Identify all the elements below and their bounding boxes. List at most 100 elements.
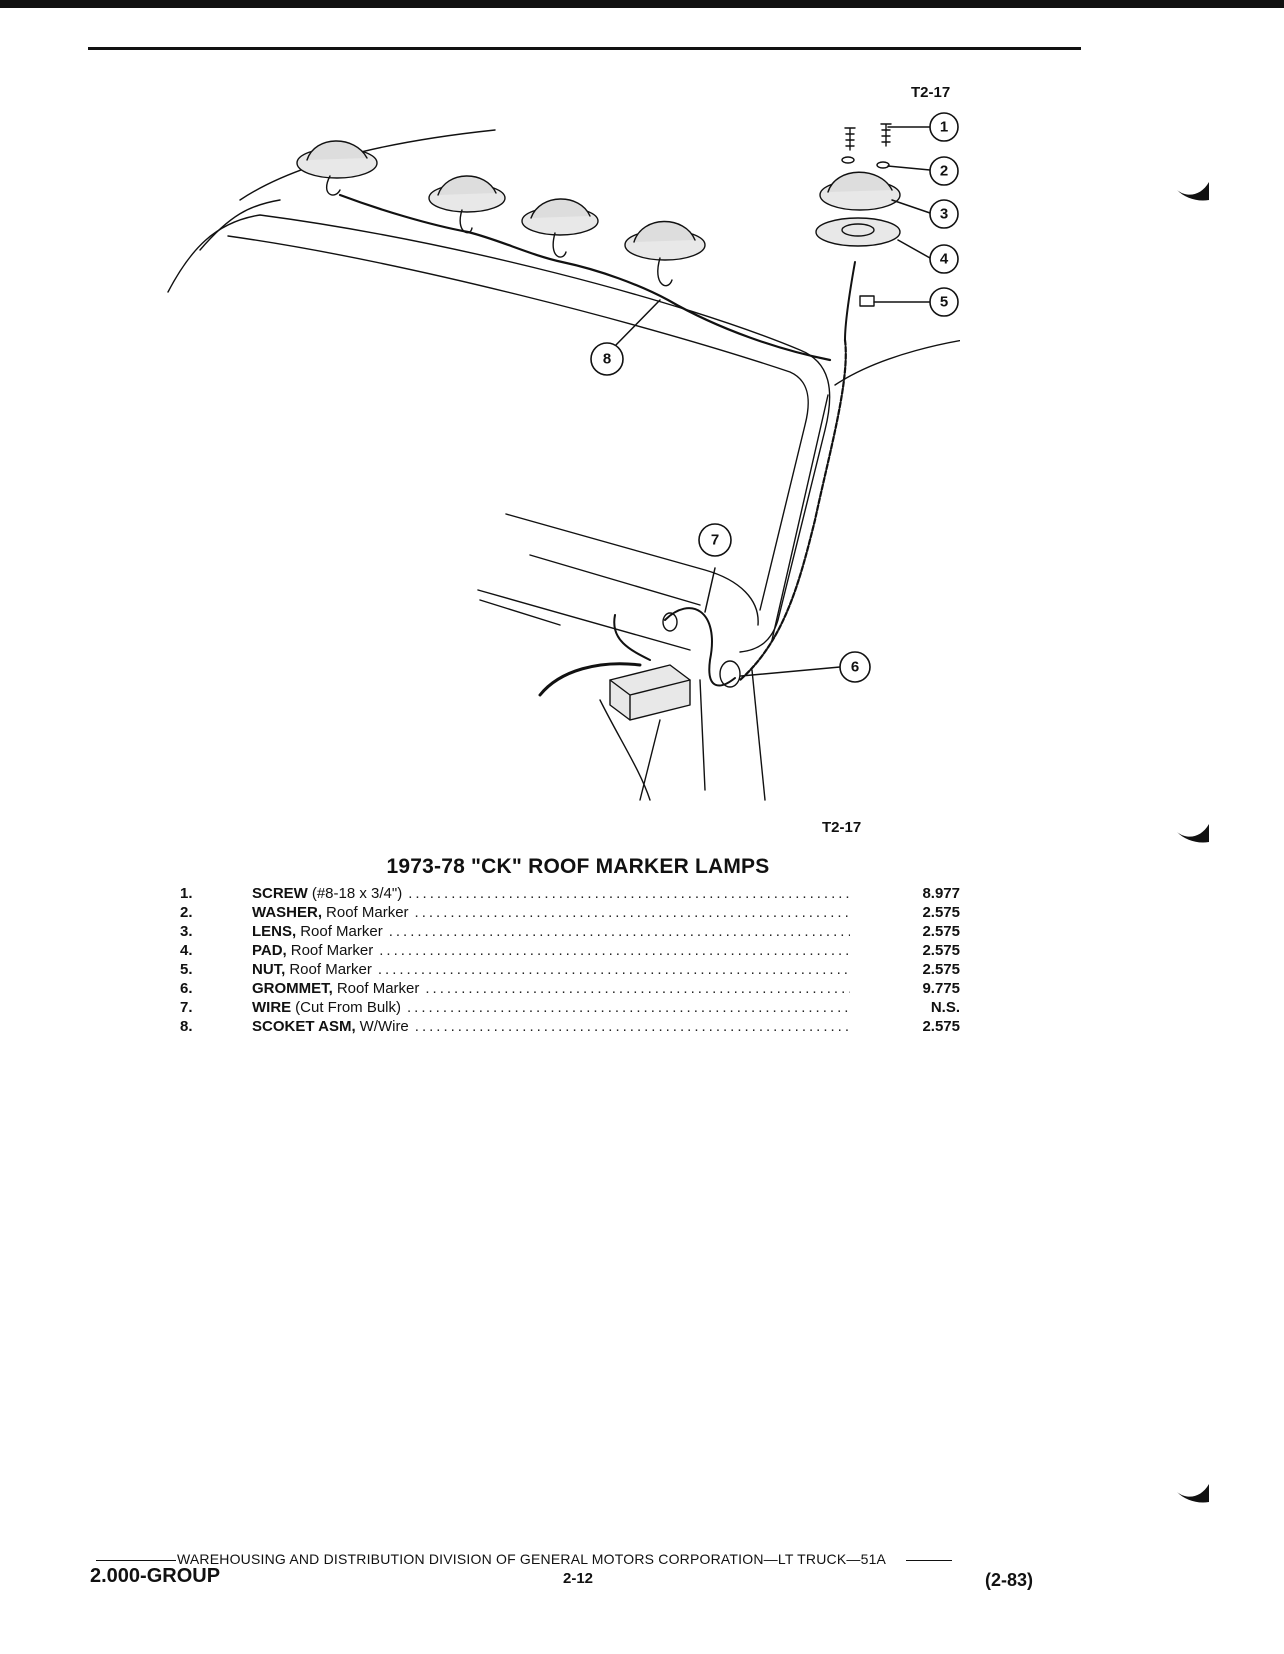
lower-panel-4	[639, 719, 661, 801]
part-group-number: 2.575	[922, 942, 960, 959]
dot-leader	[415, 1017, 850, 1036]
part-number: 5.	[180, 961, 193, 978]
part-name: NUT,	[252, 961, 286, 978]
callout-label-8: 8	[603, 351, 611, 368]
dot-leader	[378, 960, 850, 979]
binder-hole-mark	[1177, 824, 1209, 843]
part-spec: W/Wire	[359, 1018, 409, 1035]
parts-section-title: 1973-78 "CK" ROOF MARKER LAMPS	[386, 855, 770, 878]
leader-4	[897, 239, 931, 259]
bundle-wire-2	[613, 614, 651, 661]
fender-line	[771, 394, 829, 641]
dash-line-3	[477, 589, 691, 651]
lower-panel	[599, 699, 651, 801]
roof-marker-lamps-illustration: 1 2 3 4 5 6 7 8	[167, 112, 960, 801]
dash-line-4	[479, 599, 561, 626]
parts-row: 7. WIRE (Cut From Bulk) N.S.	[180, 998, 960, 1017]
connector-block	[609, 664, 691, 721]
exploded-pad	[815, 217, 901, 247]
dot-leader	[407, 998, 850, 1017]
pillar	[834, 339, 960, 386]
part-number: 8.	[180, 1018, 193, 1035]
callout-circle-8	[590, 342, 624, 376]
dot-leader	[379, 941, 850, 960]
part-number: 1.	[180, 885, 193, 902]
header-rule	[88, 47, 1081, 50]
callout-label-1: 1	[940, 119, 948, 136]
callout-label-3: 3	[940, 206, 948, 223]
exploded-lens	[819, 171, 901, 211]
part-name: WASHER,	[252, 904, 323, 921]
lower-panel-3	[751, 669, 766, 801]
part-description: LENS, Roof Marker	[252, 922, 898, 941]
roof-front-edge	[199, 199, 281, 251]
dot-leader	[415, 903, 850, 922]
part-description: PAD, Roof Marker	[252, 941, 898, 960]
part-name: PAD,	[252, 942, 287, 959]
part-number: 2.	[180, 904, 193, 921]
part-description: WIRE (Cut From Bulk)	[252, 998, 898, 1017]
part-spec: (#8-18 x 3/4")	[311, 885, 403, 902]
callout-circle-1	[929, 112, 959, 142]
footer-rule	[96, 1559, 176, 1561]
leader-2	[887, 165, 931, 171]
part-name: WIRE	[252, 999, 292, 1016]
part-spec: Roof Marker	[300, 923, 383, 940]
exploded-nut	[859, 295, 875, 307]
part-group-number: N.S.	[930, 999, 960, 1016]
leader-8	[612, 299, 661, 349]
figure-code-top: T2-17	[911, 84, 951, 101]
callout-circle-3	[929, 199, 959, 229]
windshield-inner	[227, 235, 809, 611]
part-spec: Roof Marker	[326, 904, 409, 921]
marker-lamp-3	[521, 198, 599, 258]
binder-hole-mark	[1177, 1484, 1209, 1503]
parts-row: 3. LENS, Roof Marker 2.575	[180, 922, 960, 941]
parts-row: 1. SCREW (#8-18 x 3/4") 8.977	[180, 884, 960, 903]
part-description: GROMMET, Roof Marker	[252, 979, 898, 998]
parts-row: 4. PAD, Roof Marker 2.575	[180, 941, 960, 960]
parts-row: 8. SCOKET ASM, W/Wire 2.575	[180, 1017, 960, 1036]
footer-rule	[906, 1559, 953, 1561]
grommet	[719, 660, 741, 688]
part-group-number: 2.575	[922, 1018, 960, 1035]
part-name: SCREW	[252, 885, 308, 902]
dash-top	[505, 513, 759, 626]
callout-label-2: 2	[940, 163, 948, 180]
bundle-wire	[538, 662, 642, 697]
roof-harness	[338, 193, 832, 362]
callout-circle-4	[929, 244, 959, 274]
callout-circle-7	[698, 523, 732, 557]
dot-leader	[389, 922, 850, 941]
part-spec: Roof Marker	[289, 961, 372, 978]
wire-eyelet	[662, 612, 678, 632]
footer-page-number: 2-12	[563, 1570, 594, 1587]
callout-label-6: 6	[851, 659, 859, 676]
part-description: WASHER, Roof Marker	[252, 903, 898, 922]
part-description: SCREW (#8-18 x 3/4")	[252, 884, 898, 903]
parts-row: 5. NUT, Roof Marker 2.575	[180, 960, 960, 979]
callout-label-5: 5	[940, 294, 948, 311]
footer-group-label: 2.000-GROUP	[90, 1565, 221, 1587]
part-group-number: 2.575	[922, 923, 960, 940]
footer-revision-date: (2-83)	[985, 1570, 1034, 1590]
parts-row: 6. GROMMET, Roof Marker 9.775	[180, 979, 960, 998]
part-group-number: 2.575	[922, 904, 960, 921]
part-group-number: 8.977	[922, 885, 960, 902]
footer-publisher-text: WAREHOUSING AND DISTRIBUTION DIVISION OF…	[177, 1551, 887, 1567]
callout-circle-2	[929, 156, 959, 186]
marker-lamp-2	[428, 175, 506, 234]
pillar-harness	[738, 338, 847, 682]
leader-7	[704, 567, 716, 613]
part-number: 4.	[180, 942, 193, 959]
binder-hole-mark	[1177, 182, 1209, 201]
callout-label-4: 4	[940, 251, 949, 268]
figure-code-bottom: T2-17	[822, 819, 862, 836]
part-name: SCOKET ASM,	[252, 1018, 356, 1035]
part-spec: (Cut From Bulk)	[295, 999, 402, 1016]
footer-publisher-line: WAREHOUSING AND DISTRIBUTION DIVISION OF…	[96, 1551, 953, 1567]
marker-lamp-1	[296, 140, 378, 196]
callout-label-7: 7	[711, 532, 719, 549]
marker-lamp-4	[624, 220, 706, 287]
windshield-outer	[167, 214, 831, 653]
